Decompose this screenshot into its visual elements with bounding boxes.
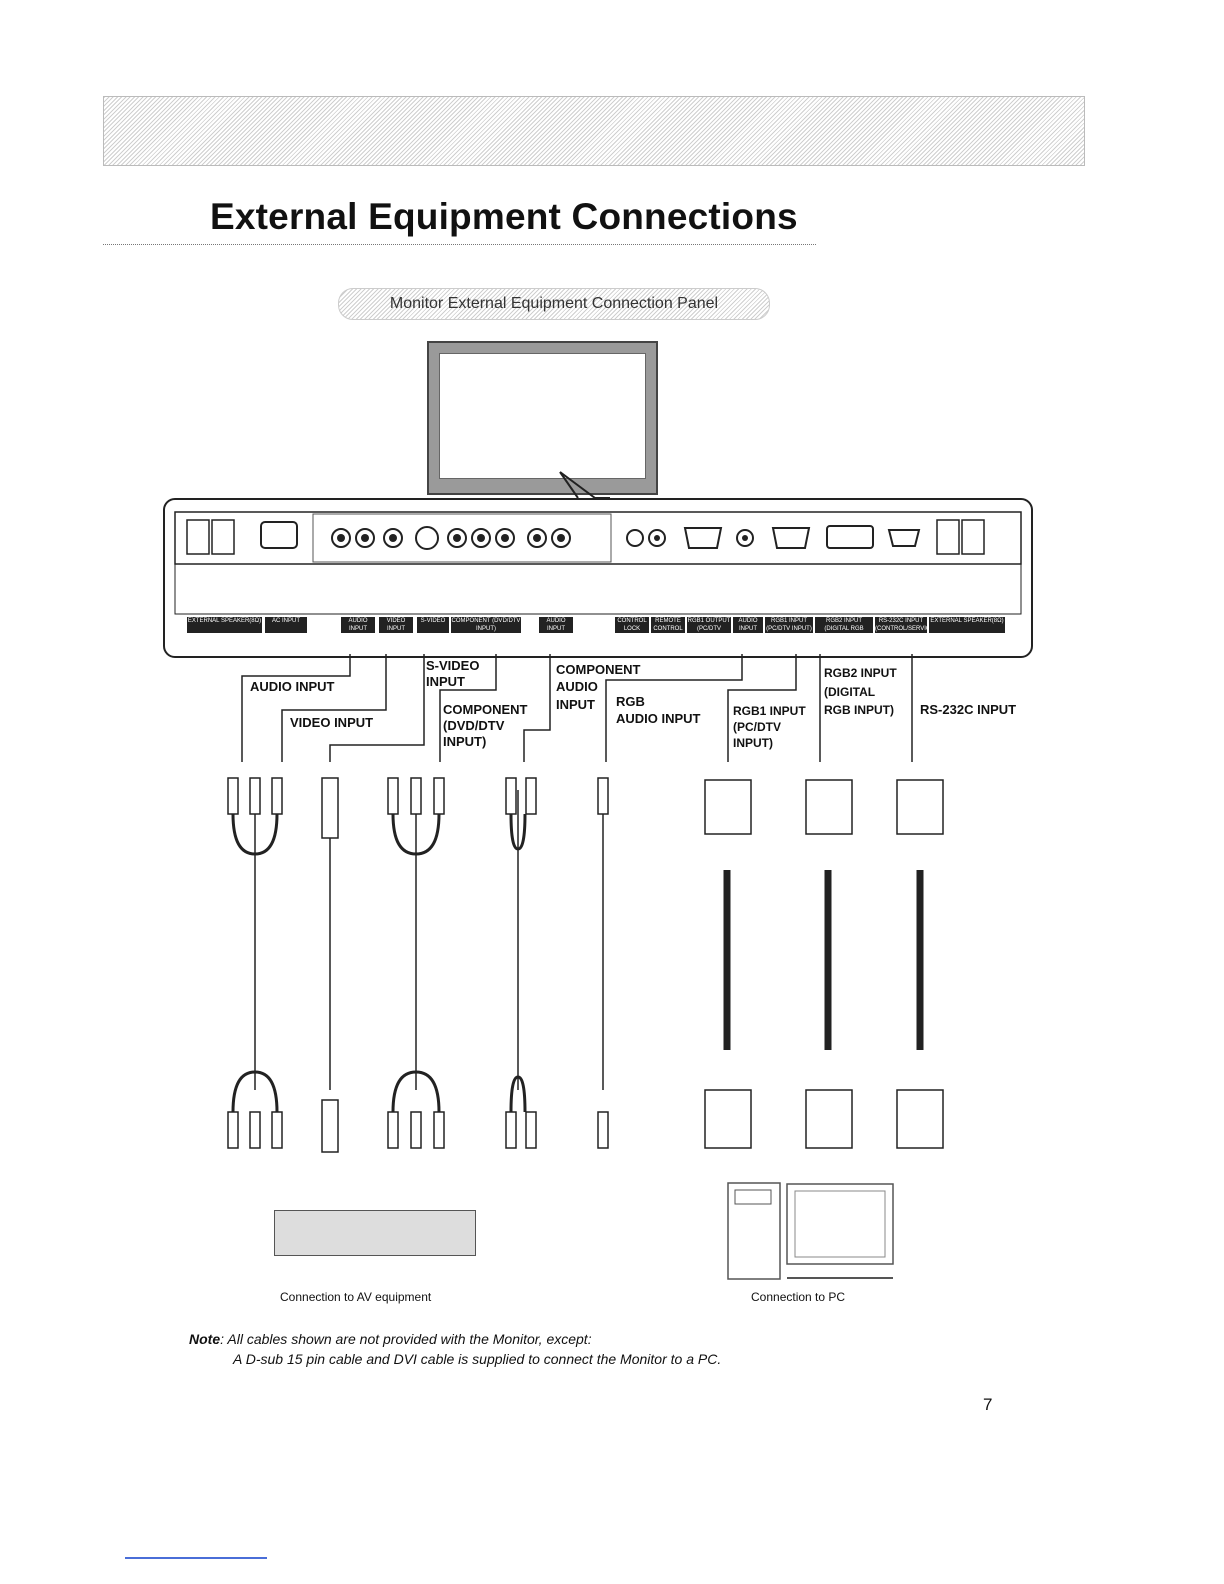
- title-divider: [103, 244, 816, 245]
- label-rs232c: RS-232C INPUT (CONTROL/SERVICE): [875, 617, 937, 633]
- callout-rgb-audio-1: RGB: [616, 694, 645, 709]
- label-remote-control: REMOTE CONTROL: [651, 617, 685, 633]
- panel-caption: Monitor External Equipment Connection Pa…: [338, 288, 770, 320]
- vcr-illustration: [274, 1210, 476, 1256]
- callout-rgb1-2: (PC/DTV: [733, 720, 781, 734]
- callout-component-audio-3: INPUT: [556, 697, 595, 712]
- callout-rs232c: RS-232C INPUT: [920, 702, 1017, 717]
- note-line-1: Note: All cables shown are not provided …: [189, 1331, 592, 1347]
- note-line-2: A D-sub 15 pin cable and DVI cable is su…: [233, 1351, 722, 1367]
- label-ac-input: AC INPUT: [265, 617, 307, 633]
- callout-component-dvd-2: (DVD/DTV: [443, 718, 505, 733]
- callout-rgb1-1: RGB1 INPUT: [733, 704, 806, 718]
- label-video-input: VIDEO INPUT: [379, 617, 413, 633]
- panel-jacks: [174, 511, 1022, 615]
- label-control-lock: CONTROL LOCK: [615, 617, 649, 633]
- label-s-video: S-VIDEO: [417, 617, 449, 633]
- header-banner: [103, 96, 1085, 166]
- connection-panel: EXTERNAL SPEAKER(8Ω) AC INPUT AUDIO INPU…: [163, 498, 1033, 658]
- caption-pc: Connection to PC: [751, 1290, 846, 1304]
- callout-component-dvd-3: INPUT): [443, 734, 487, 749]
- callout-rgb1-3: INPUT): [733, 736, 773, 750]
- label-rgb1-output: RGB1 OUTPUT (PC/DTV OUTPUT): [687, 617, 731, 640]
- callout-component-dvd-1: COMPONENT: [443, 702, 528, 717]
- label-ext-speaker-left: EXTERNAL SPEAKER(8Ω): [187, 617, 262, 633]
- label-rgb1-input: RGB1 INPUT (PC/DTV INPUT): [765, 617, 813, 633]
- page-number: 7: [983, 1395, 993, 1414]
- callout-component-audio-2: AUDIO: [556, 679, 598, 694]
- label-rgb2-input: RGB2 INPUT (DIGITAL RGB INPUT): [815, 617, 873, 640]
- monitor-illustration: [427, 341, 658, 495]
- label-audio-input: AUDIO INPUT: [341, 617, 375, 633]
- note-text-1: : All cables shown are not provided with…: [220, 1331, 592, 1347]
- callout-rgb2-2: (DIGITAL: [824, 685, 876, 699]
- caption-av: Connection to AV equipment: [280, 1290, 432, 1304]
- callout-video-input: VIDEO INPUT: [290, 715, 374, 730]
- pc-illustration: [727, 1182, 894, 1280]
- label-component: COMPONENT (DVD/DTV INPUT): [451, 617, 521, 633]
- bottom-rule: [125, 1557, 267, 1559]
- note-label: Note: [189, 1331, 221, 1347]
- callout-audio-input: AUDIO INPUT: [250, 679, 335, 694]
- label-component-audio: AUDIO INPUT: [539, 617, 573, 633]
- callout-component-audio-1: COMPONENT: [556, 662, 641, 677]
- callout-rgb2-1: RGB2 INPUT: [824, 666, 897, 680]
- callout-rgb-audio-2: AUDIO INPUT: [616, 711, 701, 726]
- label-rgb-audio-input: AUDIO INPUT: [733, 617, 763, 633]
- label-ext-speaker-right: EXTERNAL SPEAKER(8Ω): [929, 617, 1005, 633]
- callout-rgb2-3: RGB INPUT): [824, 703, 894, 717]
- callout-s-video-2: INPUT: [426, 674, 465, 689]
- page-title: External Equipment Connections: [210, 196, 798, 237]
- monitor-screen: [439, 353, 646, 479]
- callout-s-video-1: S-VIDEO: [426, 658, 480, 673]
